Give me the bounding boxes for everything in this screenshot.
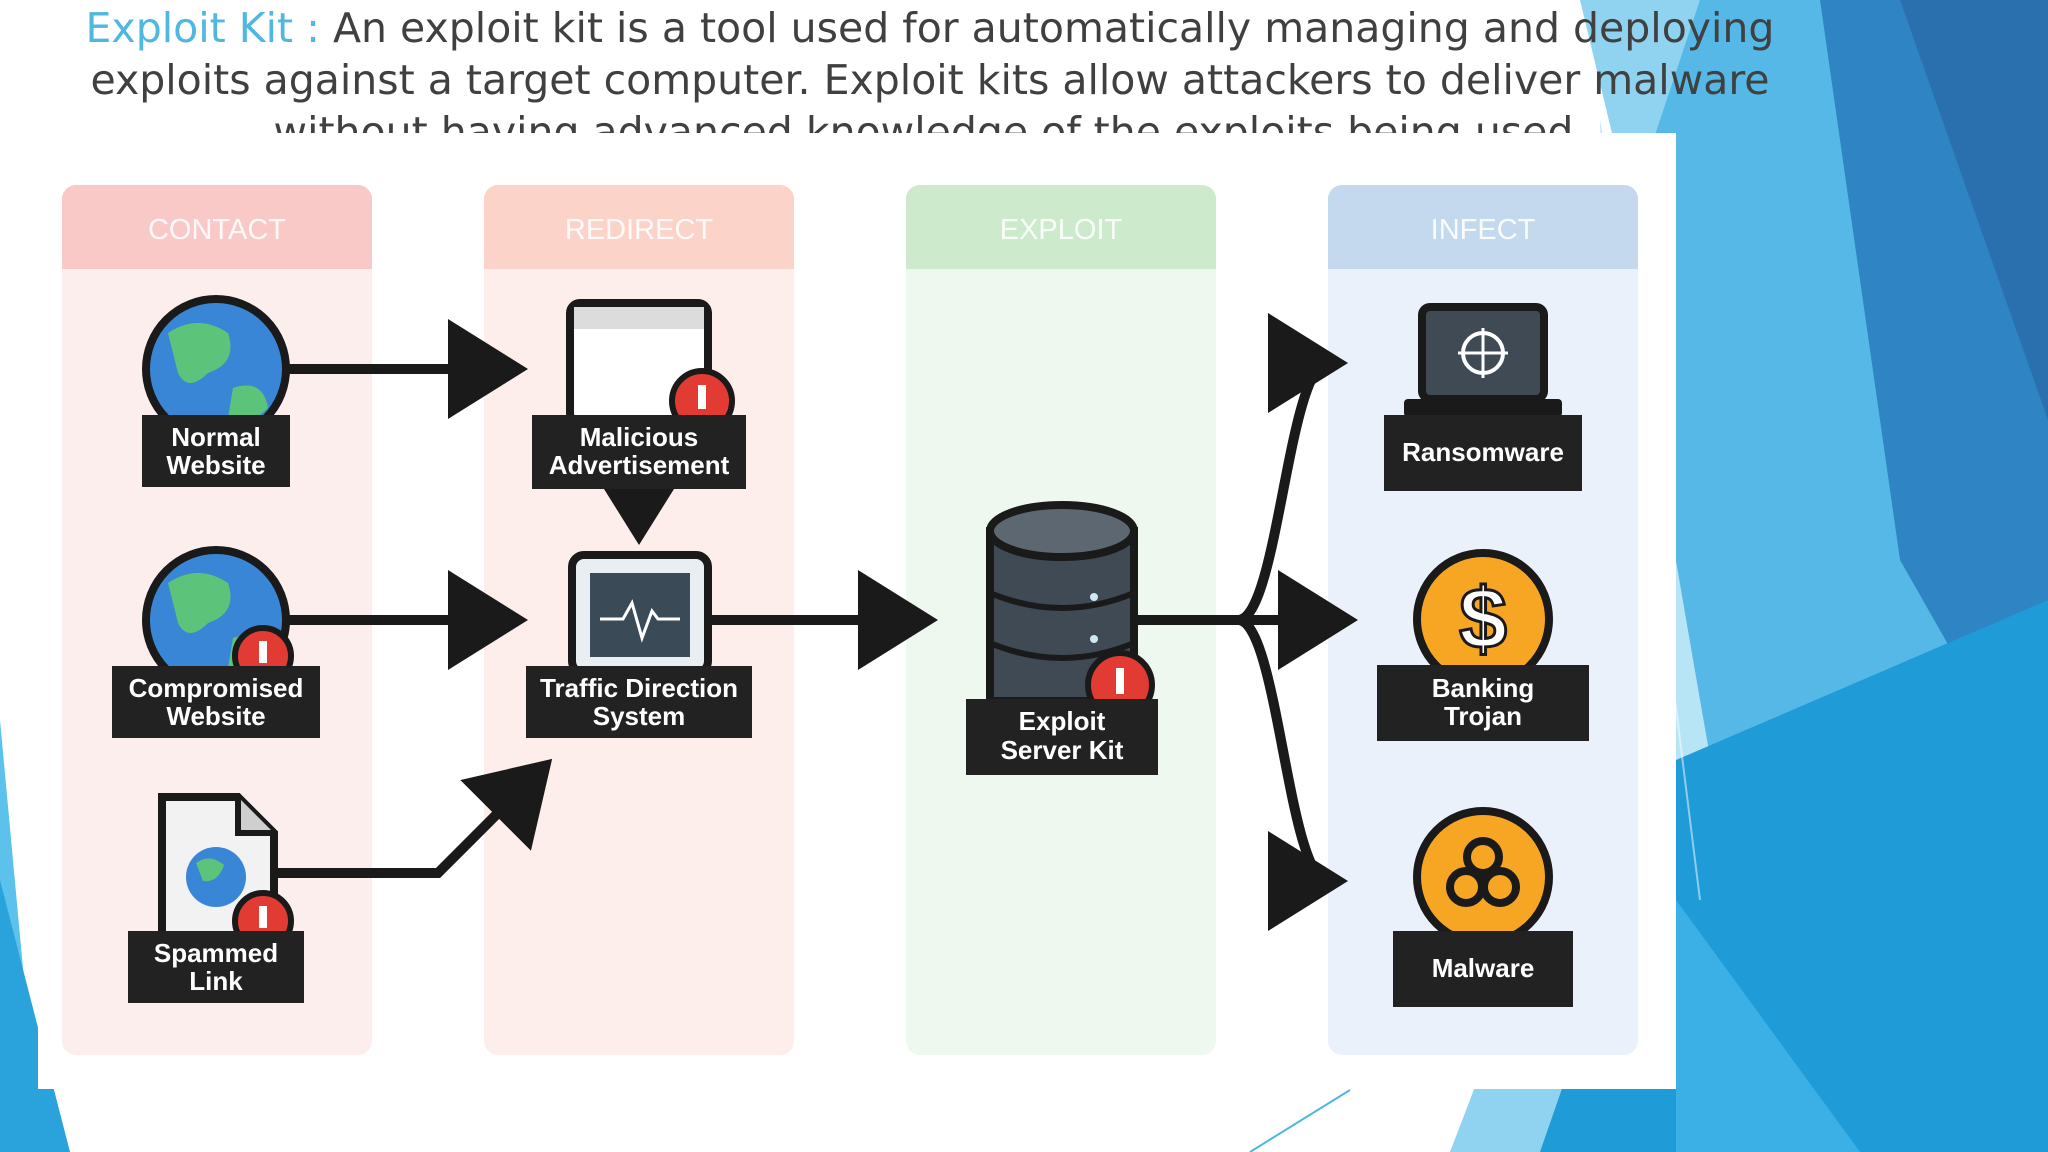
node-exploit-server-kit: Exploit Server Kit: [966, 501, 1158, 775]
node-compromised-website: Compromised Website: [112, 546, 320, 738]
node-traffic-direction-system: Traffic Direction System: [526, 551, 752, 738]
label-banking-trojan-2: Trojan: [1444, 701, 1522, 731]
label-malicious-advertisement-2: Advertisement: [549, 450, 730, 480]
label-malware: Malware: [1432, 953, 1535, 983]
label-spammed-link-1: Spammed: [154, 938, 278, 968]
node-normal-website: Normal Website: [142, 295, 290, 487]
biohazard-icon: [1413, 807, 1553, 947]
dollar-coin-icon: $: [1413, 549, 1553, 689]
node-malicious-advertisement: Malicious Advertisement: [532, 299, 746, 489]
slide-headline: Exploit Kit : An exploit kit is a tool u…: [50, 2, 1810, 158]
node-spammed-link: Spammed Link: [128, 793, 304, 1003]
flow-arrows: [273, 313, 1358, 931]
label-malicious-advertisement-1: Malicious: [580, 422, 698, 452]
label-exploit-server-kit-2: Server Kit: [1001, 735, 1124, 765]
label-traffic-direction-system-2: System: [593, 701, 686, 731]
column-title-exploit: EXPLOIT: [1000, 214, 1123, 246]
label-spammed-link-2: Link: [189, 966, 243, 996]
label-normal-website-1: Normal: [171, 422, 261, 452]
laptop-target-icon: [1404, 303, 1562, 417]
node-banking-trojan: $ Banking Trojan: [1377, 549, 1589, 741]
label-compromised-website-1: Compromised: [129, 673, 304, 703]
label-normal-website-2: Website: [166, 450, 265, 480]
svg-text:$: $: [1459, 571, 1507, 667]
label-ransomware: Ransomware: [1402, 437, 1564, 467]
arrow-spammed-to-tds: [273, 758, 553, 878]
label-traffic-direction-system-1: Traffic Direction: [540, 673, 738, 703]
arrow-to-ransomware: [1233, 313, 1348, 625]
column-title-redirect: REDIRECT: [565, 214, 714, 246]
label-banking-trojan-1: Banking: [1432, 673, 1535, 703]
exploit-kit-diagram: CONTACT REDIRECT EXPLOIT INFECT: [38, 133, 1676, 1089]
label-compromised-website-2: Website: [166, 701, 265, 731]
monitor-pulse-icon: [568, 551, 712, 677]
headline-term: Exploit Kit :: [85, 4, 320, 52]
column-title-contact: CONTACT: [148, 214, 286, 246]
node-ransomware: Ransomware: [1384, 303, 1582, 491]
arrow-to-malware: [1233, 615, 1348, 931]
node-malware: Malware: [1393, 807, 1573, 1007]
column-title-infect: INFECT: [1431, 214, 1536, 246]
label-exploit-server-kit-1: Exploit: [1019, 706, 1106, 736]
